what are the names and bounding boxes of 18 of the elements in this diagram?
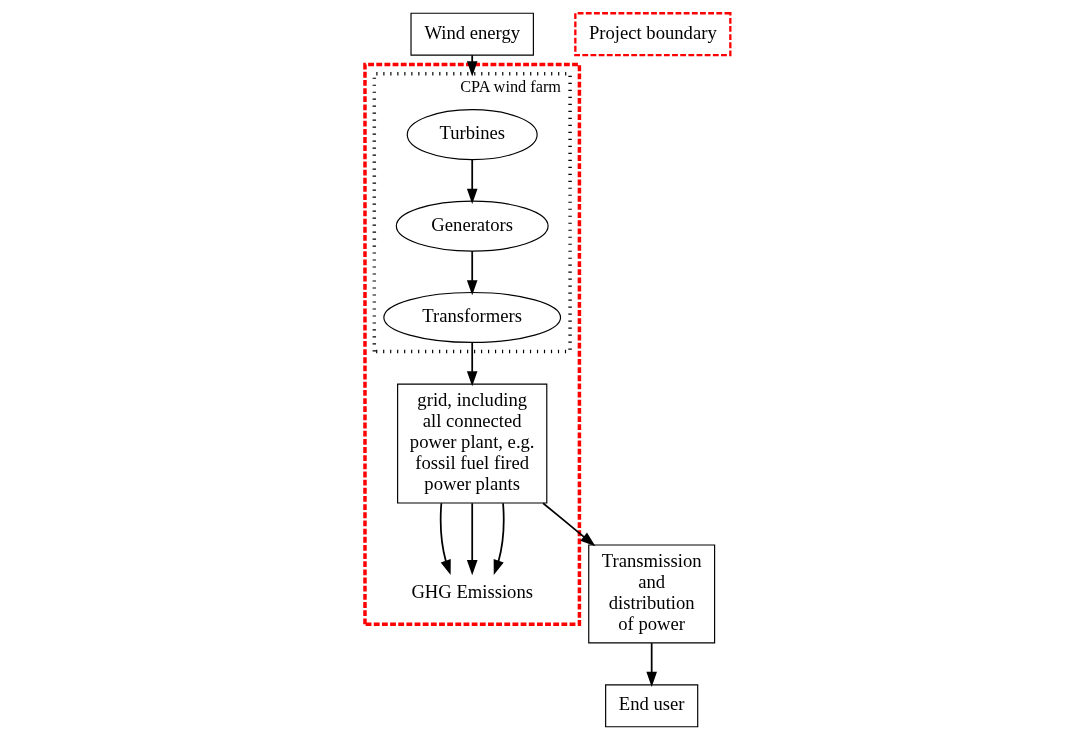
arrow (646, 642, 657, 687)
node-box: Wind energy (410, 12, 534, 56)
node-box: grid, including all connected power plant, e.g. fossil fuel fired power plants (397, 383, 548, 504)
legend-label: Project boundary (588, 21, 717, 43)
arrow (466, 54, 478, 77)
node-text: GHG Emissions (411, 581, 533, 603)
arrow (466, 502, 478, 576)
node-box: End user (605, 684, 699, 728)
node-box: Transmission and distribution of power (588, 544, 716, 644)
node-ellipse: Transformers (383, 291, 562, 344)
arrow (466, 341, 478, 387)
arrow (542, 502, 596, 547)
arrow (439, 502, 451, 576)
node-ellipse: Generators (395, 200, 549, 252)
arrow (466, 250, 478, 296)
arrow (493, 502, 505, 576)
arrow (466, 158, 478, 204)
node-ellipse: Turbines (406, 109, 538, 161)
